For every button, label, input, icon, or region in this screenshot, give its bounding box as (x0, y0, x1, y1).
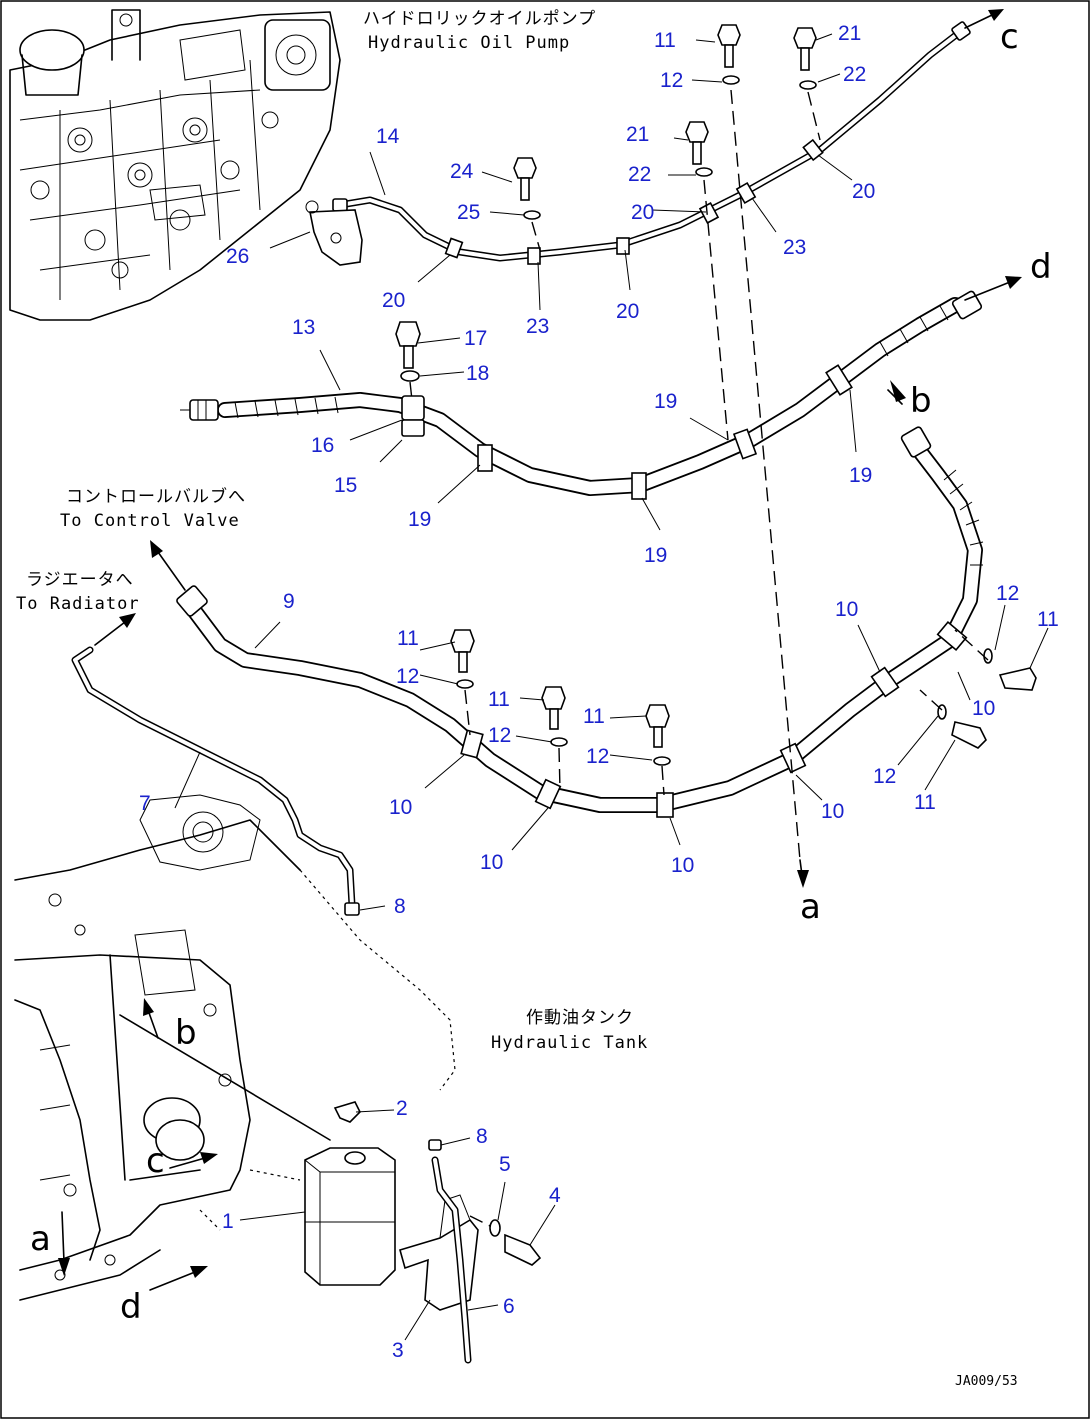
reference-letters: c d b a b c a d (30, 17, 1052, 1327)
callout-4: 4 (549, 1184, 561, 1207)
callout-20: 20 (852, 180, 875, 203)
callout-12: 12 (660, 69, 683, 92)
radiator-caption-jp: ラジエータへ (26, 570, 134, 590)
callout-8: 8 (476, 1125, 488, 1148)
callout-17: 17 (464, 327, 487, 350)
ref-d: d (1030, 247, 1052, 287)
ref-a: a (30, 1219, 51, 1259)
callout-11: 11 (654, 29, 676, 52)
hose-14 (332, 21, 971, 265)
callout-15: 15 (334, 474, 357, 497)
hose-9 (176, 426, 984, 818)
callout-11: 11 (914, 791, 936, 814)
callout-26: 26 (226, 245, 249, 268)
callout-19: 19 (408, 508, 431, 531)
callout-22: 22 (628, 163, 651, 186)
bracket-26 (305, 200, 363, 266)
ref-c: c (146, 1141, 165, 1181)
callout-9: 9 (283, 590, 295, 613)
callout-19: 19 (849, 464, 872, 487)
callout-18: 18 (466, 362, 489, 385)
ref-d: d (120, 1287, 142, 1327)
guide-lines (409, 89, 989, 861)
callout-2: 2 (396, 1097, 408, 1120)
bracket-3 (399, 1194, 479, 1311)
callout-10: 10 (835, 598, 858, 621)
callout-19: 19 (644, 544, 667, 567)
callout-11: 11 (1037, 608, 1059, 631)
callout-10: 10 (389, 796, 412, 819)
callout-13: 13 (292, 316, 315, 339)
captions: ハイドロリックオイルポンプ Hydraulic Oil Pump コントロールバ… (16, 9, 1018, 1389)
callout-7: 7 (139, 792, 151, 815)
part-callouts: 11 12 21 22 21 22 14 24 25 20 20 23 26 2… (139, 22, 1059, 1362)
ref-c: c (1000, 17, 1019, 57)
callout-16: 16 (311, 434, 334, 457)
callout-10: 10 (821, 800, 844, 823)
ref-a: a (800, 887, 821, 927)
callout-8: 8 (394, 895, 406, 918)
callout-10: 10 (972, 697, 995, 720)
callout-11: 11 (397, 627, 419, 650)
tank-caption-en: Hydraulic Tank (491, 1033, 648, 1053)
valve-caption-jp: コントロールバルブへ (66, 486, 246, 507)
callout-23: 23 (783, 236, 806, 259)
callout-20: 20 (631, 201, 654, 224)
bolts-and-washers (395, 24, 1037, 766)
tube-7 (71, 646, 360, 916)
bolt-4-nut-5 (469, 1215, 542, 1266)
callout-12: 12 (396, 665, 419, 688)
callout-11: 11 (583, 705, 605, 728)
callout-1: 1 (222, 1210, 234, 1233)
radiator-caption-en: To Radiator (16, 594, 140, 614)
callout-12: 12 (996, 582, 1019, 605)
cap-2 (333, 1101, 361, 1123)
pump-caption-en: Hydraulic Oil Pump (368, 33, 570, 53)
callout-21: 21 (626, 123, 649, 146)
callout-25: 25 (457, 201, 480, 224)
callout-24: 24 (450, 160, 474, 183)
callout-10: 10 (480, 851, 503, 874)
reservoir-tank-1 (304, 1147, 396, 1286)
ref-b: b (175, 1013, 197, 1053)
callout-12: 12 (873, 765, 896, 788)
ref-b: b (910, 381, 932, 421)
callout-3: 3 (392, 1339, 404, 1362)
callout-21: 21 (838, 22, 861, 45)
hose-13 (180, 290, 983, 500)
callout-23: 23 (526, 315, 549, 338)
callout-22: 22 (843, 63, 866, 86)
pump-caption-jp: ハイドロリックオイルポンプ (363, 9, 596, 29)
drawing-id: JA009/53 (955, 1374, 1018, 1389)
hydraulic-tank-frame-drawing (14, 794, 456, 1301)
callout-14: 14 (376, 125, 400, 148)
callout-6: 6 (503, 1295, 515, 1318)
callout-12: 12 (586, 745, 609, 768)
tank-caption-jp: 作動油タンク (526, 1008, 634, 1028)
flow-arrows (94, 9, 1022, 888)
hydraulic-oil-pump-drawing (9, 9, 341, 321)
callout-5: 5 (499, 1153, 511, 1176)
callout-11: 11 (488, 688, 510, 711)
callout-20: 20 (382, 289, 405, 312)
callout-12: 12 (488, 724, 511, 747)
callout-19: 19 (654, 390, 677, 413)
valve-caption-en: To Control Valve (60, 511, 240, 531)
callout-10: 10 (671, 854, 694, 877)
callout-20: 20 (616, 300, 639, 323)
